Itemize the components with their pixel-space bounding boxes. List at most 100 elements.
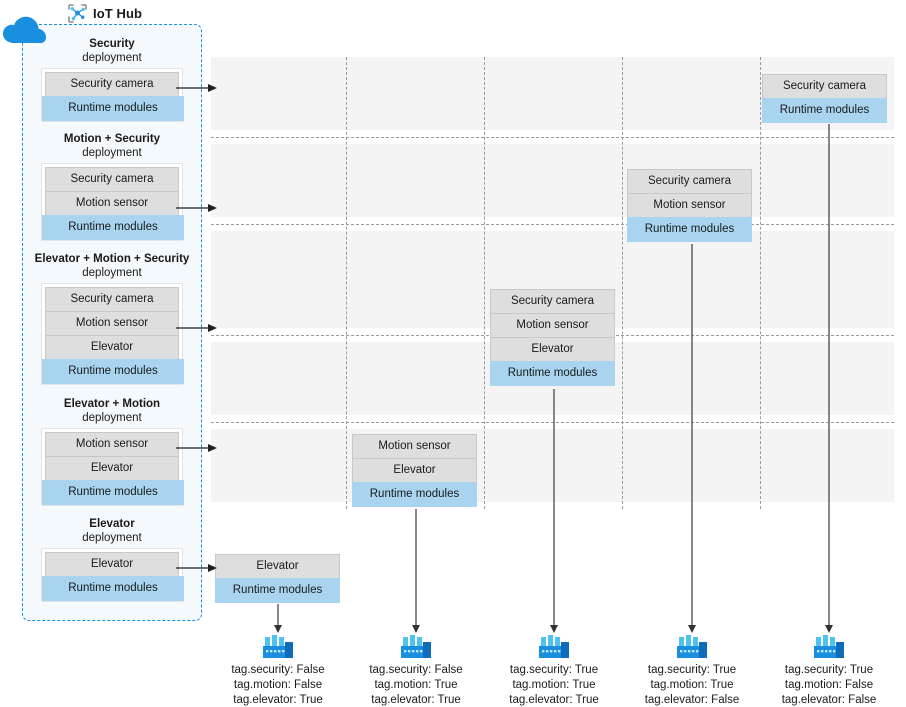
tag-elevator: tag.elevator: True — [509, 694, 599, 706]
row-separator — [211, 137, 894, 138]
deployment-security[interactable]: Security deployment Security camera Runt… — [24, 38, 200, 122]
deployment-elevator[interactable]: Elevator deployment Elevator Runtime mod… — [24, 518, 200, 602]
deployment-title: Elevator + Motion deployment — [24, 398, 200, 425]
tag-security: tag.security: True — [784, 664, 874, 676]
module-runtime: Runtime modules — [627, 217, 752, 242]
module-elevator: Elevator — [352, 458, 477, 482]
iot-hub-icon — [68, 3, 87, 23]
module-elevator: Elevator — [490, 337, 615, 361]
tag-security: tag.security: False — [231, 664, 325, 676]
device-arrow-3 — [550, 389, 558, 633]
deployment-name: Security — [89, 38, 135, 50]
deployment-subtitle: deployment — [82, 531, 142, 544]
module-elevator: Elevator — [215, 554, 340, 578]
module-runtime: Runtime modules — [352, 482, 477, 507]
deployment-elevator-motion[interactable]: Elevator + Motion deployment Motion sens… — [24, 398, 200, 506]
device-tags-4: tag.security: True tag.motion: True tag.… — [612, 663, 772, 707]
iot-hub-title: IoT Hub — [93, 5, 143, 21]
deployment-card: Security camera Motion sensor Runtime mo… — [41, 163, 184, 241]
deployment-card: Motion sensor Elevator Runtime modules — [41, 428, 184, 506]
row-separator — [211, 422, 894, 423]
deployment-card: Security camera Motion sensor Elevator R… — [41, 283, 184, 385]
connector-arrow-4 — [176, 444, 217, 452]
row-separator — [211, 224, 894, 225]
column-separator — [484, 57, 485, 509]
device-deployment-box-2[interactable]: Motion sensor Elevator Runtime modules — [352, 434, 477, 507]
deployment-card: Security camera Runtime modules — [41, 68, 184, 122]
factory-icon — [263, 635, 293, 658]
connector-arrow-2 — [176, 204, 217, 212]
module-runtime: Runtime modules — [42, 96, 184, 121]
deployment-subtitle: deployment — [82, 51, 142, 64]
module-motion-sensor: Motion sensor — [352, 434, 477, 458]
tag-elevator: tag.elevator: False — [644, 694, 740, 706]
tag-motion: tag.motion: True — [374, 679, 458, 691]
tag-motion: tag.motion: True — [512, 679, 596, 691]
cloud-icon — [3, 16, 46, 43]
connector-arrow-3 — [176, 324, 217, 332]
factory-icon — [677, 635, 707, 658]
deployment-title: Elevator deployment — [24, 518, 200, 545]
device-deployment-box-3[interactable]: Security camera Motion sensor Elevator R… — [490, 289, 615, 386]
factory-icon — [401, 635, 431, 658]
module-security-camera: Security camera — [762, 74, 887, 98]
deployment-name: Elevator + Motion + Security — [34, 253, 190, 265]
device-arrow-1 — [274, 604, 282, 633]
module-security-camera: Security camera — [45, 167, 179, 191]
tag-security: tag.security: False — [369, 664, 463, 676]
device-arrow-2 — [412, 509, 420, 633]
deployment-name: Motion + Security — [63, 133, 161, 145]
device-tags-3: tag.security: True tag.motion: True tag.… — [474, 663, 634, 707]
module-motion-sensor: Motion sensor — [490, 313, 615, 337]
device-arrow-4 — [688, 244, 696, 633]
device-deployment-box-5[interactable]: Security camera Runtime modules — [762, 74, 887, 123]
device-deployment-box-4[interactable]: Security camera Motion sensor Runtime mo… — [627, 169, 752, 242]
connector-arrow-5 — [176, 564, 217, 572]
factory-icon — [814, 635, 844, 658]
device-tags-5: tag.security: True tag.motion: False tag… — [749, 663, 906, 707]
deployment-subtitle: deployment — [82, 266, 142, 279]
deployment-title: Elevator + Motion + Security deployment — [24, 253, 200, 280]
deployment-title: Motion + Security deployment — [24, 133, 200, 160]
tag-motion: tag.motion: False — [784, 679, 874, 691]
module-runtime: Runtime modules — [215, 578, 340, 603]
deployment-name: Elevator — [89, 518, 135, 530]
grid-row-5 — [211, 429, 894, 502]
module-motion-sensor: Motion sensor — [627, 193, 752, 217]
module-security-camera: Security camera — [490, 289, 615, 313]
iot-hub-header: IoT Hub — [68, 2, 142, 24]
deployment-elevator-motion-security[interactable]: Elevator + Motion + Security deployment … — [24, 253, 200, 385]
tag-motion: tag.motion: True — [650, 679, 734, 691]
module-elevator: Elevator — [45, 335, 179, 359]
module-runtime: Runtime modules — [42, 480, 184, 505]
connector-arrow-1 — [176, 84, 217, 92]
tag-security: tag.security: True — [509, 664, 599, 676]
module-runtime: Runtime modules — [762, 98, 887, 123]
module-motion-sensor: Motion sensor — [45, 432, 179, 456]
tag-security: tag.security: True — [647, 664, 737, 676]
module-elevator: Elevator — [45, 456, 179, 480]
module-runtime: Runtime modules — [42, 215, 184, 240]
deployment-card: Elevator Runtime modules — [41, 548, 184, 602]
deployment-subtitle: deployment — [82, 146, 142, 159]
tag-motion: tag.motion: False — [233, 679, 323, 691]
module-motion-sensor: Motion sensor — [45, 311, 179, 335]
deployment-title: Security deployment — [24, 38, 200, 65]
column-separator — [760, 57, 761, 509]
module-security-camera: Security camera — [45, 287, 179, 311]
column-separator — [622, 57, 623, 509]
device-arrow-5 — [825, 124, 833, 633]
deployment-subtitle: deployment — [82, 411, 142, 424]
module-runtime: Runtime modules — [42, 359, 184, 384]
column-separator — [346, 57, 347, 509]
tag-elevator: tag.elevator: False — [781, 694, 877, 706]
module-elevator: Elevator — [45, 552, 179, 576]
module-runtime: Runtime modules — [42, 576, 184, 601]
module-motion-sensor: Motion sensor — [45, 191, 179, 215]
deployment-motion-security[interactable]: Motion + Security deployment Security ca… — [24, 133, 200, 241]
device-deployment-box-1[interactable]: Elevator Runtime modules — [215, 554, 340, 603]
device-tags-1: tag.security: False tag.motion: False ta… — [198, 663, 358, 707]
tag-elevator: tag.elevator: True — [371, 694, 461, 706]
module-runtime: Runtime modules — [490, 361, 615, 386]
